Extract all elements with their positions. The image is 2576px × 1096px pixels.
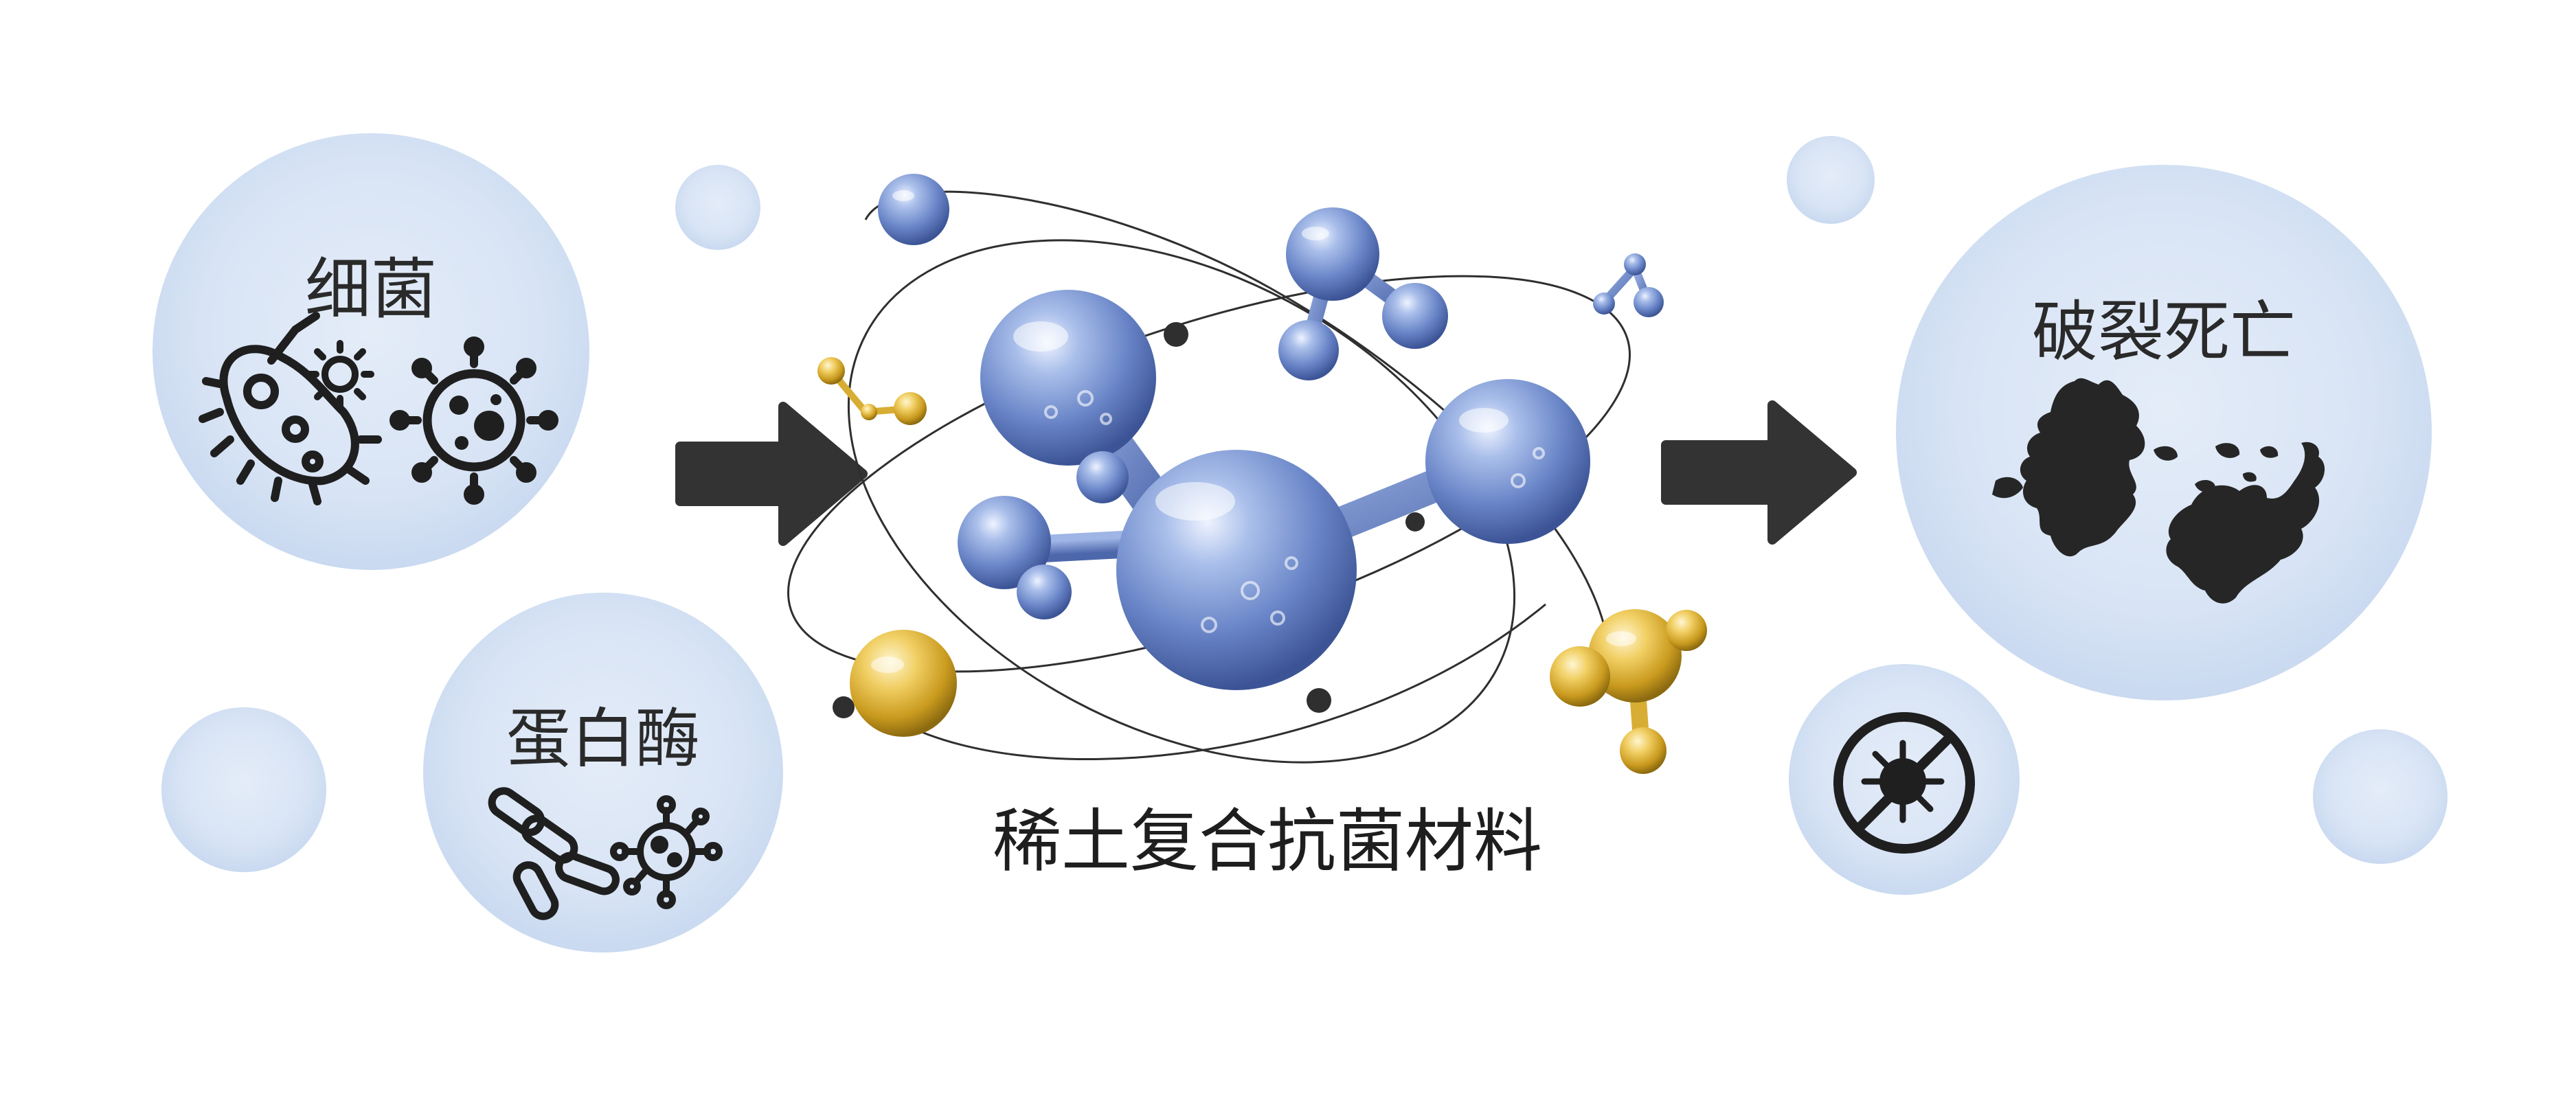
- blue-sphere: [980, 290, 1156, 466]
- protease-bubble: [423, 593, 783, 952]
- no-virus-bubble: [1789, 664, 2020, 895]
- blue-sphere: [1017, 564, 1072, 619]
- rare-earth-molecule: [787, 174, 1707, 774]
- protein-molecule-icon: [610, 795, 723, 909]
- gold-sphere: [850, 630, 957, 737]
- gold-sphere: [1666, 610, 1707, 651]
- blue-sphere: [1286, 207, 1379, 301]
- blue-sphere: [878, 174, 949, 245]
- gold-sphere: [1588, 609, 1682, 703]
- gold-sphere: [817, 357, 845, 385]
- material-label: 稀土复合抗菌材料: [993, 801, 1542, 881]
- bacterium-icon: [199, 312, 382, 505]
- blue-sphere: [958, 496, 1051, 589]
- gold-sphere: [894, 392, 927, 425]
- gold-sphere: [1550, 646, 1610, 707]
- blue-sphere: [1425, 379, 1590, 544]
- rupture-death-label: 破裂死亡: [2032, 293, 2296, 370]
- bubble-small: [1787, 136, 1875, 224]
- blue-sphere: [1624, 253, 1646, 275]
- bubble-small: [161, 707, 326, 872]
- blue-sphere: [1593, 293, 1615, 315]
- gold-sphere: [1620, 727, 1667, 774]
- background-bubbles: [161, 136, 2448, 872]
- small-gear-germ-icon: [306, 340, 374, 409]
- dead-bacteria-fragments: [1992, 378, 2325, 604]
- bacteria-label: 细菌: [305, 251, 437, 328]
- blue-sphere: [1278, 320, 1339, 380]
- bubble-small: [675, 165, 760, 250]
- gold-sphere: [861, 404, 877, 420]
- bacteria-bubble: [152, 133, 589, 570]
- blue-sphere: [1116, 450, 1357, 690]
- arrow-right-right: [1661, 400, 1857, 545]
- blue-sphere: [1382, 283, 1448, 349]
- rupture-death-bubble: [1896, 165, 2432, 700]
- bubble-small: [2313, 729, 2448, 864]
- protease-label: 蛋白酶: [506, 702, 700, 777]
- blue-sphere: [1634, 287, 1664, 317]
- bacillus-icon: [488, 787, 620, 920]
- no-virus-icon: [1833, 712, 1975, 854]
- virus-icon: [389, 336, 558, 505]
- blue-sphere: [1076, 451, 1129, 503]
- arrow-right-left: [675, 402, 868, 546]
